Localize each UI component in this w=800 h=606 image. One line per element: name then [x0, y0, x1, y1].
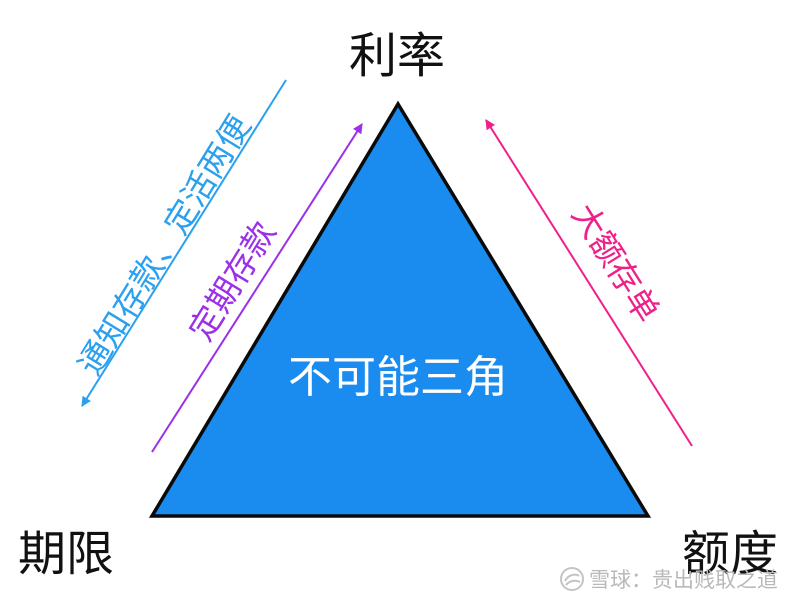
vertex-label-interest-rate: 利率 — [349, 28, 446, 84]
center-label: 不可能三角 — [288, 352, 508, 403]
right-arrow — [485, 119, 693, 447]
left-inner-arrow — [151, 123, 363, 453]
vertex-label-amount: 额度 — [682, 526, 779, 582]
snowball-logo-icon — [560, 567, 584, 591]
left-outer-arrow-label: 通知存款、定活两便 — [70, 108, 258, 382]
watermark-text: 雪球：贵出贱取之道 — [589, 568, 778, 592]
right-arrow-label: 大额存单 — [564, 197, 667, 329]
vertex-label-term: 期限 — [18, 526, 115, 582]
triangle-shape — [148, 100, 652, 518]
left-outer-arrow — [81, 79, 287, 407]
watermark: 雪球：贵出贱取之道 — [559, 564, 778, 594]
